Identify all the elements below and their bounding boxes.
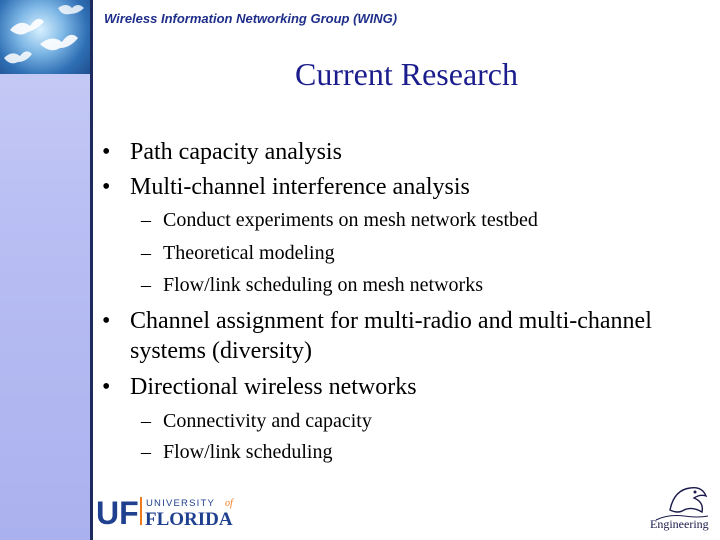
sub-bullet-dash: – bbox=[141, 242, 151, 264]
sub-bullet-dash: – bbox=[141, 441, 151, 463]
sub-bullet-dash: – bbox=[141, 274, 151, 296]
sub-bullet-text: Connectivity and capacity bbox=[163, 410, 372, 432]
uf-logo-divider bbox=[140, 497, 142, 525]
uf-logo-mark: UF bbox=[96, 495, 139, 527]
engineering-label: Engineering bbox=[650, 517, 709, 531]
bullet-dot: • bbox=[102, 308, 111, 334]
sub-bullet-text: Conduct experiments on mesh network test… bbox=[163, 209, 538, 231]
slide-title: Current Research bbox=[294, 56, 518, 92]
divider-line bbox=[90, 0, 93, 540]
bullet-text: Path capacity analysis bbox=[130, 139, 342, 165]
sub-bullet-dash: – bbox=[141, 410, 151, 432]
gator-icon bbox=[669, 486, 708, 514]
uf-logo-university: UNIVERSITY bbox=[146, 498, 215, 509]
bullet-dot: • bbox=[102, 374, 111, 400]
engineering-logo: Engineering bbox=[650, 486, 709, 531]
uf-logo-of: of bbox=[225, 498, 234, 509]
bullet-dot: • bbox=[102, 174, 111, 200]
bullet-text: Channel assignment for multi-radio and m… bbox=[130, 308, 652, 364]
uf-logo-florida: FLORIDA bbox=[145, 509, 233, 527]
sidebar bbox=[0, 0, 90, 540]
sub-bullet-text: Flow/link scheduling on mesh networks bbox=[163, 274, 483, 296]
bullet-text: Multi-channel interference analysis bbox=[130, 174, 470, 200]
bullet-text: Directional wireless networks bbox=[130, 374, 417, 400]
sub-bullet-dash: – bbox=[141, 209, 151, 231]
uf-logo: UF UNIVERSITY of FLORIDA bbox=[96, 495, 234, 527]
sub-bullet-text: Flow/link scheduling bbox=[163, 441, 333, 463]
sub-bullet-text: Theoretical modeling bbox=[163, 242, 335, 264]
header-title: Wireless Information Networking Group (W… bbox=[104, 11, 398, 26]
doves-sky-image bbox=[0, 0, 90, 74]
bullet-dot: • bbox=[102, 139, 111, 165]
